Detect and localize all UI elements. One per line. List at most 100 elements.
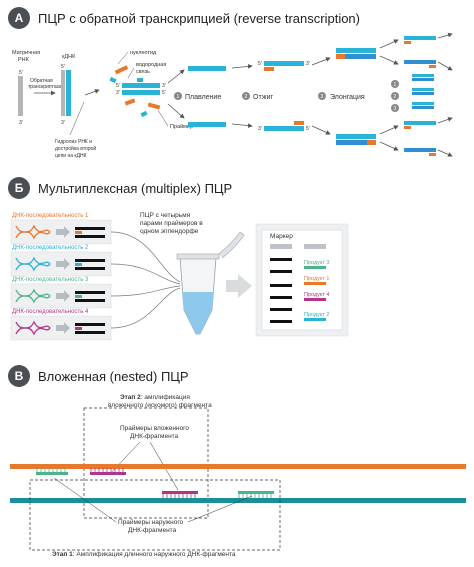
seq1-primer (75, 231, 82, 234)
seq4-primer (75, 327, 82, 330)
cdna-rna-strand (61, 70, 65, 116)
mini-duplex (412, 74, 434, 77)
cycle3-num: 3 (394, 106, 397, 112)
hydrolysis-line1: Гидролиз РНК и (55, 139, 92, 145)
hydrolysis-line3: цепи на кДНК (55, 153, 87, 159)
end-5-ds: 5' (116, 83, 120, 89)
step3-num: 3 (321, 94, 324, 100)
end-5-anneal: 5' (306, 126, 310, 132)
annealed-top-strand (264, 61, 304, 66)
ds-top-strand (122, 83, 160, 88)
marker-band (270, 258, 292, 261)
dna-bottom-strand (10, 498, 466, 503)
product1-label: Продукт 1 (304, 276, 329, 282)
seq4-label: ДНК-последовательность 4 (12, 309, 89, 315)
product2-label: Продукт 2 (304, 312, 329, 318)
product-primer (404, 41, 411, 44)
hbond-label-line1: водородная (136, 62, 166, 68)
step3-label: Элонгация (330, 94, 365, 101)
primer-bound (147, 102, 161, 110)
hydrolysis-line2: достройка второй (55, 145, 96, 152)
seq4-product (75, 331, 105, 334)
free-nucleotide (140, 110, 148, 118)
marker-band (270, 284, 292, 287)
end-5-cdna: 5' (61, 64, 65, 70)
marker-band (270, 308, 292, 311)
mini-duplex (412, 78, 434, 81)
annealed-bottom-strand (264, 126, 304, 131)
inner-primers-line2: ДНК-фрагмента (130, 433, 179, 440)
marker-band (270, 296, 292, 299)
stage1-label: Этап 1: Амплификация длинного наружного … (52, 551, 236, 558)
section-b-badge: Б (8, 177, 30, 199)
product1-band (304, 282, 326, 285)
end-3-ds: 3' (162, 83, 166, 89)
primer-label: Праймер (170, 123, 193, 130)
seq2-product (75, 267, 105, 270)
stage2-box (83, 407, 209, 519)
step3-icon (318, 92, 326, 100)
step2-icon (242, 92, 250, 100)
section-c-title: Вложенная (nested) ПЦР (38, 368, 189, 384)
seq3-primer (75, 295, 82, 298)
dna-helix-icon (15, 289, 51, 304)
step1-label: Плавление (185, 94, 221, 101)
end-3-anneal: 3' (306, 61, 310, 67)
seq3-product (75, 291, 105, 294)
section-c-header: В Вложенная (nested) ПЦР (8, 365, 189, 387)
stage1-box (29, 479, 281, 551)
cycle3-icon (391, 104, 399, 112)
section-a-header: А ПЦР с обратной транскрипцией (reverse … (8, 7, 360, 29)
rt-label-line2: транскриптаза (28, 84, 62, 90)
nucleotide-label: нуклеотид (130, 50, 157, 56)
seq2-product (75, 259, 105, 262)
seq3-product (75, 299, 105, 302)
seq1-product (75, 227, 105, 230)
product-strand (404, 121, 436, 125)
multiplex-pcr-diagram: ДНК-последовательность 1 ДНК-последовате… (10, 212, 349, 341)
step2-label: Отжиг (253, 94, 273, 101)
product3-label: Продукт 3 (304, 260, 329, 266)
section-a-badge: А (8, 7, 30, 29)
mini-duplex (412, 92, 434, 95)
dna-helix-icon (15, 257, 51, 272)
free-nucleotide (109, 76, 117, 84)
product-strand (404, 36, 436, 40)
cycle2-num: 2 (394, 94, 397, 100)
end-3-cdna: 3' (61, 120, 65, 126)
mini-duplex (412, 106, 434, 109)
hbond-label-line2: связь (136, 69, 150, 75)
end-3-ds: 3' (116, 90, 120, 96)
seq4-product (75, 323, 105, 326)
product2-band (304, 318, 326, 321)
marker-band (270, 320, 292, 323)
product-primer (429, 65, 436, 68)
inner-primer-bottom (162, 491, 198, 494)
mini-duplex (412, 102, 434, 105)
seq3-label: ДНК-последовательность 3 (12, 277, 89, 283)
step1-icon (174, 92, 182, 100)
elongated-top-primer (336, 54, 345, 59)
end-3-anneal: 3' (258, 126, 262, 132)
marker-label: Маркер (270, 233, 293, 240)
product-strand (404, 60, 436, 64)
stage2-label-line2: вложенного (искомого) фрагмента (108, 402, 212, 409)
elongated-top-strand (336, 48, 376, 53)
outer-primers-line1: Праймеры наружного (118, 518, 184, 526)
rna-label-line2: РНК (18, 57, 30, 63)
rt-label-line1: Обратная (30, 78, 53, 84)
end-3-rna: 3' (19, 120, 23, 126)
annealed-primer (294, 121, 304, 125)
section-b-title: Мультиплексная (multiplex) ПЦР (38, 180, 233, 196)
seq2-primer (75, 263, 82, 266)
section-b-header: Б Мультиплексная (multiplex) ПЦР (8, 177, 232, 199)
outer-primer-bottom (238, 491, 274, 494)
arrow-icon (226, 274, 252, 298)
seq1-product (75, 235, 105, 238)
product-strand (404, 148, 436, 152)
rna-strand (18, 76, 23, 116)
step2-num: 2 (245, 94, 248, 100)
end-5-anneal: 5' (258, 61, 262, 67)
elongated-bottom-new (336, 140, 376, 145)
cdna-strand (66, 70, 71, 116)
